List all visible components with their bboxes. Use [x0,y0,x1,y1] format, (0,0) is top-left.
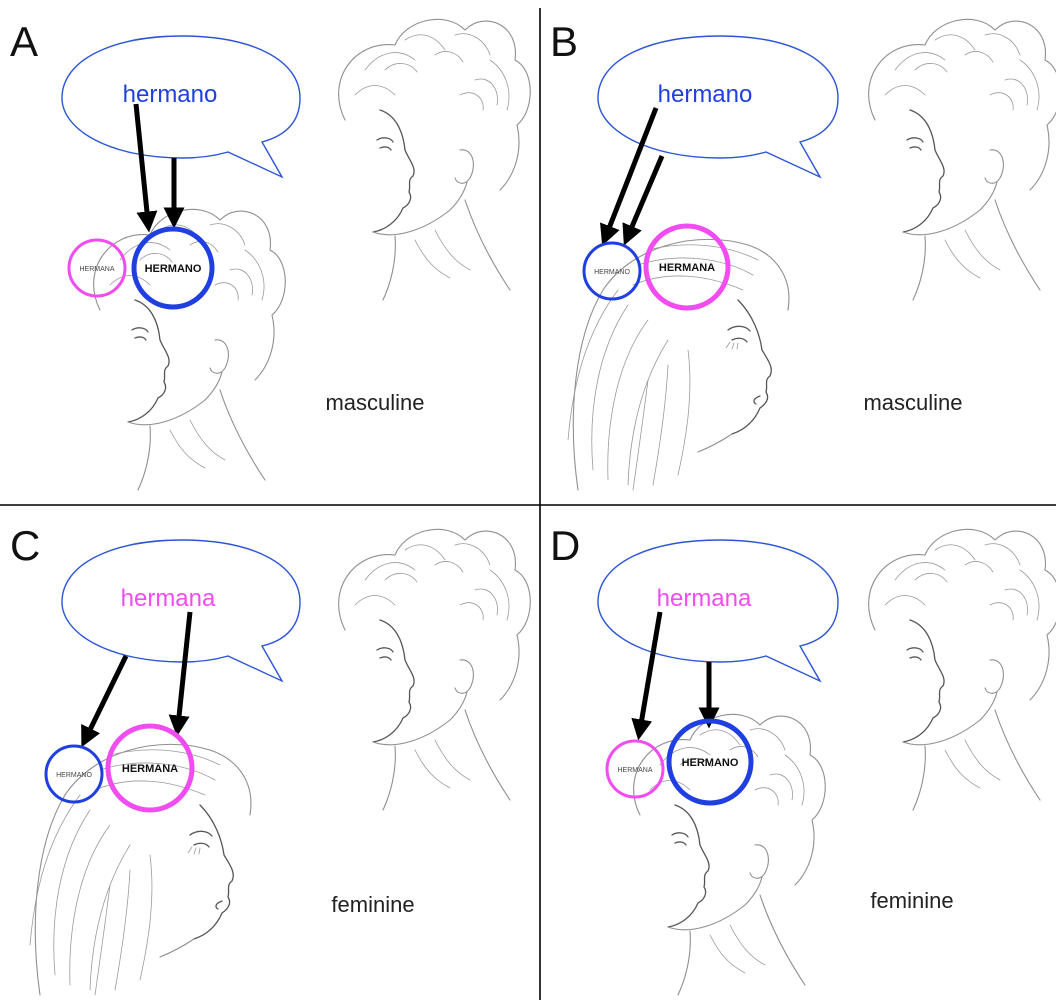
listener-male-profile-icon [869,19,1056,300]
big-node-label: HERMANO [682,757,739,769]
panel-a: A hermano HERMANA HERMANO masculine [10,18,530,490]
small-node-label: HERMANA [79,266,114,273]
gender-label: feminine [331,892,414,917]
listener-male-profile-icon [869,529,1056,810]
listener-male-profile-icon [339,529,531,810]
gender-label: masculine [325,390,424,415]
spoken-word: hermana [657,585,752,612]
arrow [86,656,126,738]
panel-b: B hermano HERMANO HERMANA masculine [550,18,1056,490]
big-node-label: HERMANO [145,263,202,275]
listener-male-profile-icon [339,19,531,300]
hearer-female-profile-icon [568,239,789,490]
panel-letter: D [550,522,580,569]
panel-letter: A [10,18,38,65]
spoken-word: hermano [658,81,753,108]
gender-label: feminine [870,888,953,913]
big-node-label: HERMANA [659,262,715,274]
hearer-female-profile-icon [30,744,251,995]
hearer-male-profile-icon [94,209,286,490]
panel-letter: B [550,18,578,65]
panel-letter: C [10,522,40,569]
small-node-label: HERMANO [594,269,630,276]
big-node-label: HERMANA [122,763,178,775]
gender-label: masculine [863,390,962,415]
spoken-word: hermana [121,585,216,612]
panel-d: D hermana HERMANA HERMANO feminine [550,522,1056,995]
panel-c: C hermana HERMANO HERMANA feminine [10,522,530,995]
small-node-label: HERMANA [617,767,652,774]
small-node-label: HERMANO [56,772,92,779]
